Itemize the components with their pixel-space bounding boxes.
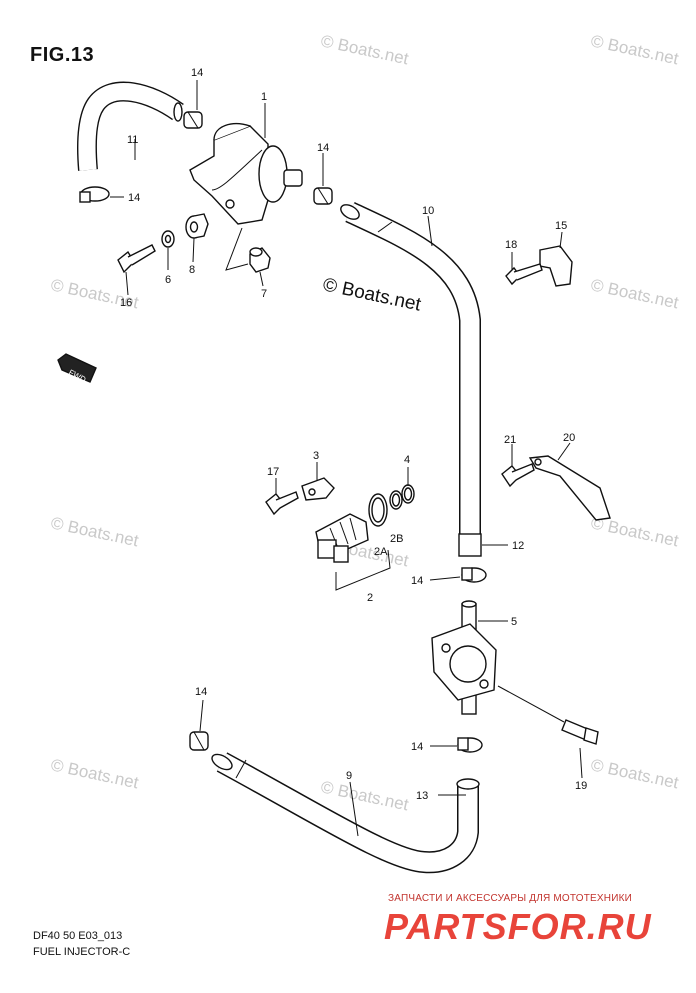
plate-3	[301, 477, 335, 501]
clamp-14-a	[183, 111, 203, 129]
fwd-arrow: FWD	[57, 353, 97, 384]
callout-7: 7	[261, 288, 267, 300]
main-watermark: © Boats.net	[321, 274, 423, 315]
o-ring-2a	[368, 493, 388, 527]
clamp-14-b	[79, 186, 110, 203]
leader-lines	[110, 80, 583, 837]
promo-line: ЗАПЧАСТИ И АКСЕССУАРЫ ДЛЯ МОТОТЕХНИКИ	[388, 893, 633, 904]
callout-11: 11	[127, 134, 138, 146]
clamp-14-f	[189, 731, 209, 751]
callout-14: 14	[128, 192, 140, 204]
callout-12: 12	[512, 540, 524, 552]
callout-18: 18	[505, 239, 517, 251]
footer-name: FUEL INJECTOR-C	[33, 946, 131, 958]
watermarks: © Boats.net © Boats.net © Boats.net © Bo…	[49, 31, 680, 814]
stay-20	[528, 455, 611, 521]
callout-5: 5	[511, 616, 517, 628]
clamp-14-d	[461, 567, 487, 583]
washer-6	[161, 230, 175, 248]
callout-14: 14	[317, 142, 329, 154]
o-ring-4	[401, 484, 415, 504]
callout-21: 21	[504, 434, 516, 446]
callout-19: 19	[575, 780, 587, 792]
callout-10: 10	[422, 205, 434, 217]
watermark: © Boats.net	[589, 31, 680, 68]
clamp-14-c	[313, 187, 333, 205]
callout-14: 14	[195, 686, 207, 698]
collar-7	[249, 247, 271, 273]
clamp-14-e	[457, 737, 483, 753]
bolt-16	[117, 244, 156, 274]
fuel-filter-1	[189, 122, 303, 225]
callout-4: 4	[404, 454, 410, 466]
callout-14: 14	[411, 575, 423, 587]
bolt-19	[561, 719, 599, 745]
callout-2a: 2A	[374, 546, 388, 558]
watermark: © Boats.net	[589, 755, 680, 792]
clamp-15	[539, 245, 573, 287]
bolt-18	[505, 263, 543, 286]
callout-17: 17	[267, 466, 279, 478]
callout-14: 14	[411, 741, 423, 753]
footer-code: DF40 50 E03_013	[33, 930, 123, 942]
hose-9	[211, 752, 480, 874]
bolt-21	[501, 463, 535, 488]
watermark: © Boats.net	[319, 777, 410, 814]
callout-15: 15	[555, 220, 567, 232]
watermark: © Boats.net	[319, 31, 410, 68]
hose-11	[76, 81, 184, 171]
watermark: © Boats.net	[49, 513, 140, 550]
fuel-injector-2	[315, 513, 369, 563]
callout-2b: 2B	[390, 533, 403, 545]
fuel-pump-5	[431, 600, 497, 715]
leader-7-8	[225, 227, 249, 271]
watermark: © Boats.net	[49, 755, 140, 792]
callout-2: 2	[367, 592, 373, 604]
callout-3: 3	[313, 450, 319, 462]
callouts: 1 14 11 14 14 10 15 18 6 8 7 16 3 4 17 2…	[120, 67, 587, 802]
callout-8: 8	[189, 264, 195, 276]
brand-logo: PARTSFOR.RU	[384, 906, 652, 947]
callout-13: 13	[416, 790, 428, 802]
hose-10	[340, 202, 482, 557]
grommet-8	[185, 213, 209, 239]
callout-6: 6	[165, 274, 171, 286]
callout-9: 9	[346, 770, 352, 782]
callout-1: 1	[261, 91, 267, 103]
bolt-17	[265, 491, 299, 516]
o-ring-2b	[389, 490, 403, 510]
callout-20: 20	[563, 432, 575, 444]
callout-16: 16	[120, 297, 132, 309]
figure-title: FIG.13	[30, 44, 95, 66]
watermark: © Boats.net	[589, 275, 680, 312]
bracket-2	[335, 549, 391, 591]
callout-14: 14	[191, 67, 203, 79]
